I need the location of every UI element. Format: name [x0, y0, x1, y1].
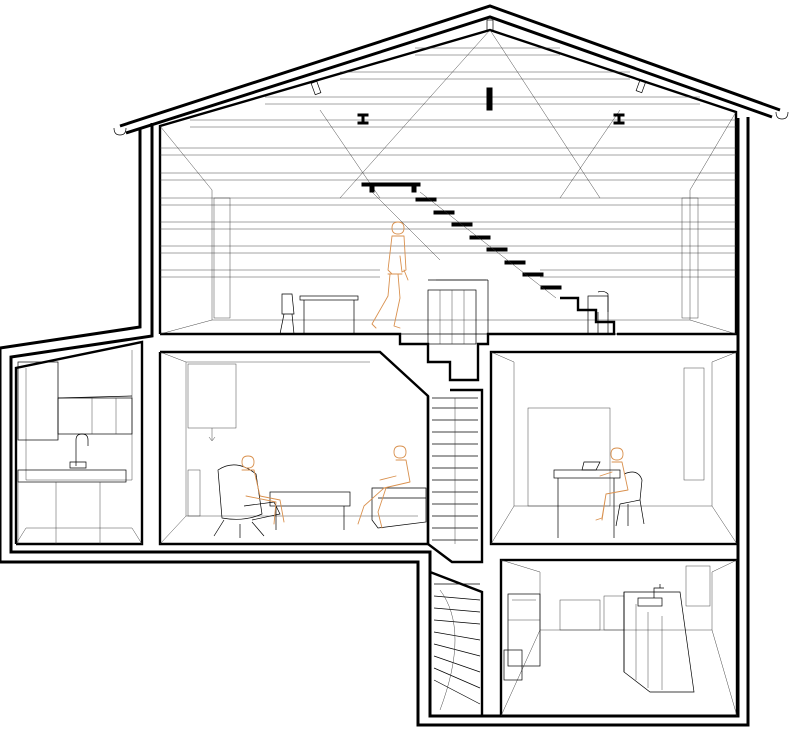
person-walking-icon — [371, 221, 409, 329]
basement-kitchen — [499, 558, 739, 718]
study-room — [489, 350, 739, 546]
ridge-bracket — [486, 19, 494, 31]
roof — [113, 4, 789, 136]
floating-stair — [361, 182, 616, 336]
sofa-icon — [371, 487, 427, 529]
roof-purlins — [160, 47, 736, 278]
attic-room — [158, 28, 738, 382]
lounge-chair-icon — [213, 464, 281, 538]
stair-core — [426, 388, 484, 718]
sink-icon — [637, 584, 664, 607]
faucet-icon — [69, 433, 89, 469]
living-room — [158, 350, 430, 546]
person-seated-icon — [241, 455, 285, 525]
desk-icon — [553, 461, 621, 538]
kitchen-annex — [14, 340, 144, 546]
chair-icon — [615, 471, 645, 527]
person-working-icon — [595, 447, 629, 521]
coffee-table-icon — [269, 491, 351, 530]
counter-icon — [623, 591, 695, 693]
person-reading-icon — [357, 445, 411, 529]
